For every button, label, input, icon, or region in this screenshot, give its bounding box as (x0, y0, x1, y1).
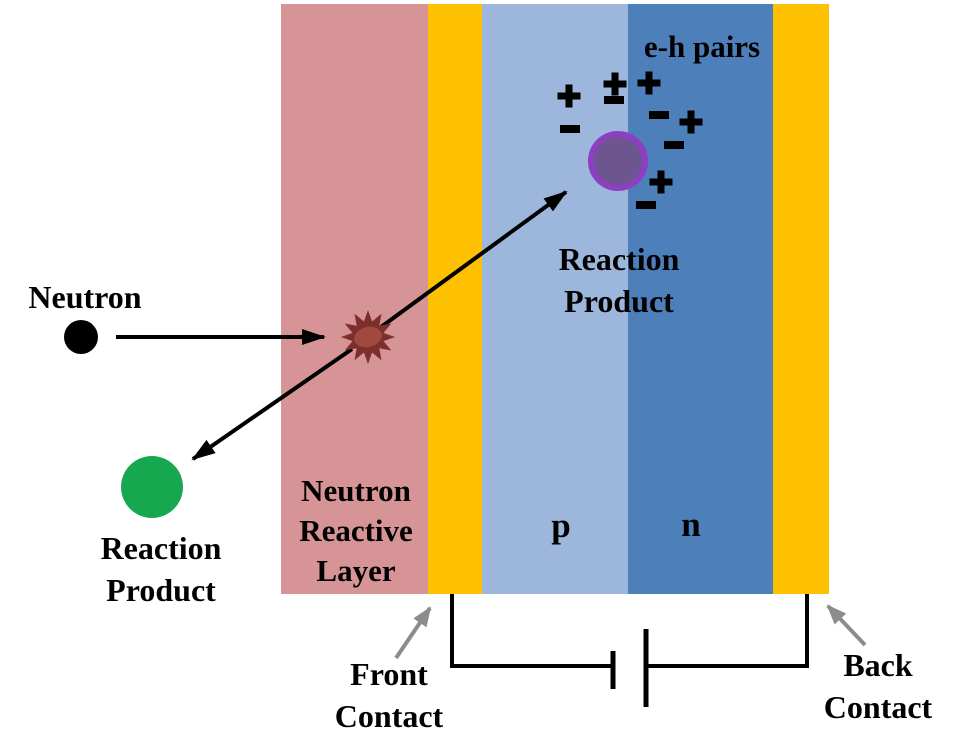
front-contact-line1: Front (350, 656, 428, 692)
charge-plus-icon (557, 84, 581, 108)
neutron-reactive-layer-label: Neutron Reactive Layer (299, 471, 413, 591)
charge-plus-icon (637, 71, 661, 95)
back-contact-label: Back Contact (824, 644, 932, 728)
charge-minus-icon (636, 201, 656, 209)
reaction-product-mid-line1: Reaction (558, 241, 680, 277)
charge-minus-icon (604, 96, 624, 104)
n-region-label: n (681, 505, 701, 544)
charge-plus-icon (649, 170, 673, 194)
charge-minus-icon (649, 111, 669, 119)
charge-minus-icon (664, 141, 684, 149)
reaction-product-left-line2: Product (106, 572, 216, 608)
charge-plus-icon (603, 72, 627, 96)
back-contact-line1: Back (843, 647, 913, 683)
back-contact-layer (773, 4, 829, 594)
neutron-label: Neutron (28, 279, 142, 315)
reaction-product-left-label: Reaction Product (101, 527, 222, 611)
reactive-layer-line3: Layer (316, 553, 396, 588)
front-contact-line2: Contact (334, 698, 444, 734)
charge-minus-icon (560, 125, 580, 133)
reaction-product-mid-line2: Product (564, 283, 674, 319)
reactive-layer-line2: Reactive (299, 513, 413, 548)
back-contact-line2: Contact (823, 689, 933, 725)
eh-pairs-label: e-h pairs (643, 29, 761, 64)
front-contact-label: Front Contact (335, 653, 443, 737)
charge-plus-icon (679, 110, 703, 134)
reaction-product-left-line1: Reaction (100, 530, 222, 566)
n-region-layer (628, 4, 773, 594)
reaction-product-mid-label: Reaction Product (559, 238, 680, 322)
reactive-layer-line1: Neutron (301, 473, 411, 508)
p-region-label: p (551, 506, 571, 545)
